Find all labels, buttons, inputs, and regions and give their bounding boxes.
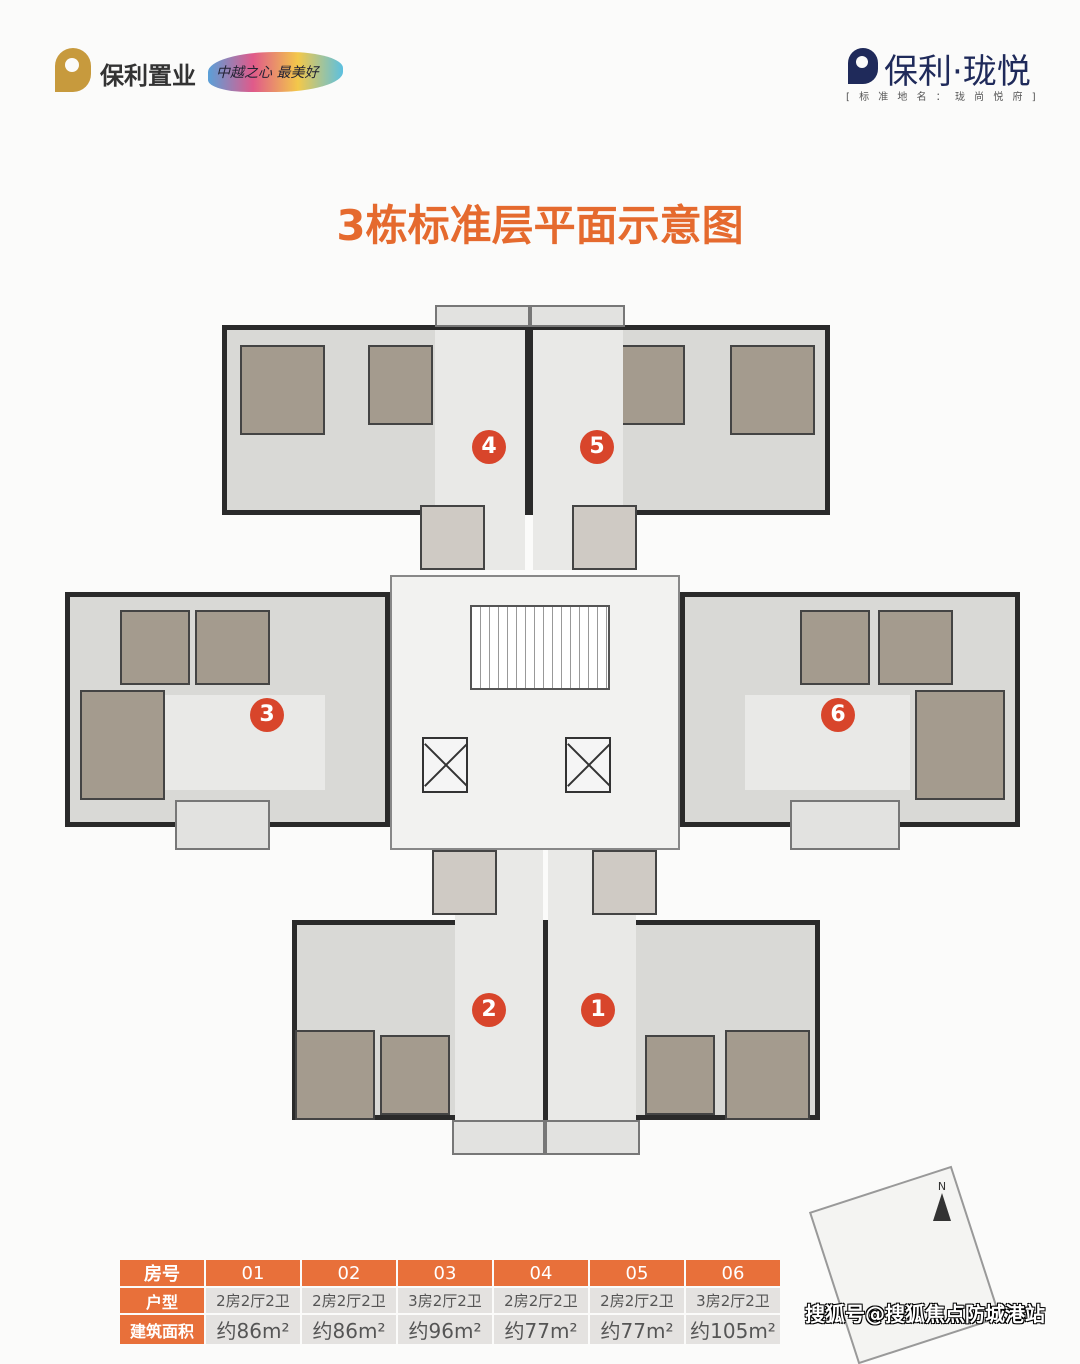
bedroom — [800, 610, 870, 685]
elevator-left — [422, 737, 468, 793]
room-number: 03 — [396, 1258, 494, 1288]
row-label: 房号 — [118, 1258, 206, 1288]
bedroom — [645, 1035, 715, 1115]
room-number: 01 — [204, 1258, 302, 1288]
slogan-text: 中越之心 最美好 — [216, 65, 319, 81]
bedroom — [368, 345, 433, 425]
brand-name: 保利置业 — [100, 62, 196, 90]
table-row: 户型 2房2厅2卫 2房2厅2卫 3房2厅2卫 2房2厅2卫 2房2厅2卫 3房… — [118, 1286, 782, 1315]
unit-type: 2房2厅2卫 — [492, 1286, 590, 1315]
bedroom — [725, 1030, 810, 1120]
bedroom — [915, 690, 1005, 800]
room-number: 05 — [588, 1258, 686, 1288]
compass: N — [930, 1180, 954, 1221]
compass-north-label: N — [937, 1180, 947, 1193]
bedroom — [120, 610, 190, 685]
slogan-logo: 中越之心 最美好 — [208, 52, 343, 92]
room-number: 02 — [300, 1258, 398, 1288]
elevator-right — [565, 737, 611, 793]
unit-area: 约86m² — [204, 1313, 302, 1346]
bedroom — [620, 345, 685, 425]
floor-plan: 4 5 3 6 2 1 — [0, 0, 1080, 1250]
row-label: 户型 — [118, 1286, 206, 1315]
unit-marker-2: 2 — [472, 993, 506, 1027]
unit-type: 2房2厅2卫 — [588, 1286, 686, 1315]
unit-area: 约77m² — [588, 1313, 686, 1346]
table-row: 建筑面积 约86m² 约86m² 约96m² 约77m² 约77m² 约105m… — [118, 1313, 782, 1346]
bedroom — [380, 1035, 450, 1115]
balcony — [530, 305, 625, 327]
unit-type: 3房2厅2卫 — [396, 1286, 494, 1315]
row-label: 建筑面积 — [118, 1313, 206, 1346]
balcony — [175, 800, 270, 850]
kitchen — [420, 505, 485, 570]
balcony — [435, 305, 530, 327]
unit-marker-1: 1 — [581, 993, 615, 1027]
bedroom — [240, 345, 325, 435]
bedroom — [195, 610, 270, 685]
unit-marker-3: 3 — [250, 698, 284, 732]
unit-area: 约105m² — [684, 1313, 782, 1346]
unit-area: 约86m² — [300, 1313, 398, 1346]
bedroom — [80, 690, 165, 800]
bedroom — [295, 1030, 375, 1120]
poly-logo-icon — [55, 48, 91, 92]
balcony — [452, 1120, 545, 1155]
living-room — [165, 695, 325, 790]
unit-marker-6: 6 — [821, 698, 855, 732]
unit-type: 3房2厅2卫 — [684, 1286, 782, 1315]
unit-area: 约77m² — [492, 1313, 590, 1346]
unit-table: 房号 01 02 03 04 05 06 户型 2房2厅2卫 2房2厅2卫 3房… — [118, 1258, 782, 1346]
north-arrow-icon — [933, 1193, 951, 1221]
unit-marker-4: 4 — [472, 430, 506, 464]
kitchen — [572, 505, 637, 570]
unit-area: 约96m² — [396, 1313, 494, 1346]
project-name: 保利·珑悦 — [884, 52, 1031, 92]
bedroom — [730, 345, 815, 435]
page-title: 3栋标准层平面示意图 — [336, 201, 744, 250]
watermark: 搜狐号@搜狐焦点防城港站 — [805, 1302, 1045, 1326]
bedroom — [878, 610, 953, 685]
balcony — [545, 1120, 640, 1155]
balcony — [790, 800, 900, 850]
project-logo-icon — [848, 48, 878, 84]
unit-type: 2房2厅2卫 — [204, 1286, 302, 1315]
unit-marker-5: 5 — [580, 430, 614, 464]
project-subtitle: [ 标 准 地 名 ： 珑 尚 悦 府 ] — [846, 92, 1039, 103]
table-row: 房号 01 02 03 04 05 06 — [118, 1258, 782, 1288]
kitchen — [592, 850, 657, 915]
kitchen — [432, 850, 497, 915]
room-number: 04 — [492, 1258, 590, 1288]
staircase — [470, 605, 610, 690]
room-number: 06 — [684, 1258, 782, 1288]
unit-type: 2房2厅2卫 — [300, 1286, 398, 1315]
